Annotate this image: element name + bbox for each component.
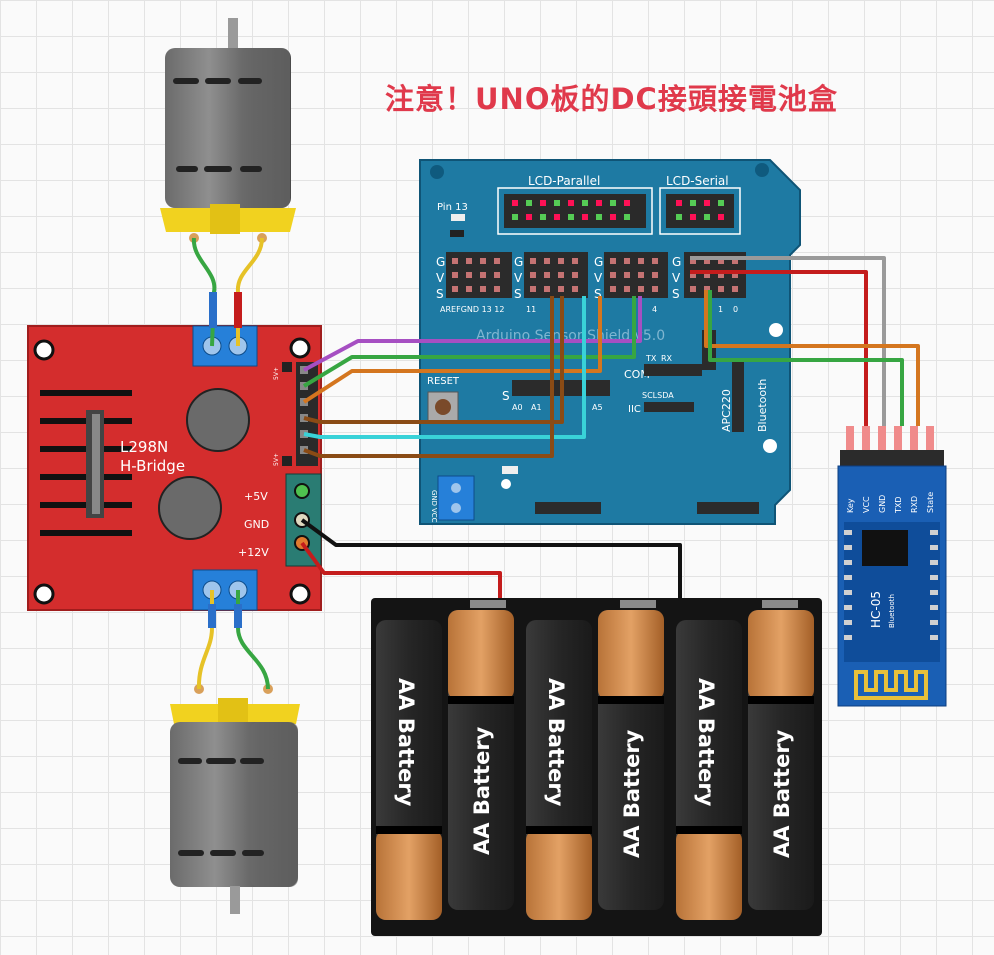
l298n-driver-board: L298N H-Bridge +5V GND +12V 5V+ 5V+ [27,325,322,611]
a5-label: A5 [592,403,603,412]
heatsink [40,390,132,536]
wires [191,237,920,690]
battery-cell-6: AA Battery [748,610,814,910]
pin1-label: 1 [718,305,723,314]
wire-motor-bottom-yellow [196,590,214,690]
battery-cell-2: AA Battery [448,610,514,910]
iic-label: IIC [628,404,641,415]
capacitor-2 [158,476,222,540]
antenna [854,670,928,700]
gvs-v-4: V [672,271,681,285]
wire-orange [302,296,602,404]
driver-gnd-label: GND [244,518,269,531]
rx-label: RX [661,354,673,363]
battery-label-4: AA Battery [620,729,644,858]
lcd-serial-pins [676,200,724,220]
wire-purple [303,296,642,372]
wire-brown-1 [303,296,564,424]
gvs-s-2: S [514,287,522,301]
gvs-g-1: G [436,255,445,269]
lcd-parallel-label: LCD-Parallel [528,174,600,188]
a1-label: A1 [531,403,542,412]
analog-s-label: S [502,389,510,403]
tx-label: TX [645,354,657,363]
bt-pin-txd: TXD [894,496,903,514]
motor-top [160,18,296,243]
pin4-label: 4 [652,305,657,314]
apc220-label: APC220 [720,389,733,432]
wire-motor-top-green [191,237,217,347]
battery-cell-3: AA Battery [526,620,592,920]
battery-label-2: AA Battery [470,726,494,855]
driver-name-1: L298N [120,438,168,456]
pin11-label: 11 [526,305,536,314]
wire-red-12v [300,541,502,598]
battery-pack: AA Battery AA Battery AA Battery AA Batt… [371,598,822,936]
motor-bottom [170,684,300,914]
warning-note: 注意！UNO板的DC接頭接電池盒 [385,82,838,116]
driver-5v-pin-label-top: 5V+ [273,367,280,380]
driver-5v-pin-label-bottom: 5V+ [273,453,280,466]
battery-cell-5: AA Battery [676,620,742,920]
wire-red-bt [690,270,868,426]
gvs-s-3: S [594,287,602,301]
wire-green-bt [708,290,904,426]
wire-motor-top-yellow [235,237,264,346]
aref-row-label: AREFGND 13 12 [440,305,504,314]
wire-brown-2 [303,296,554,458]
capacitor-1 [186,388,250,452]
gvs-g-2: G [514,255,523,269]
battery-label-5: AA Battery [694,678,718,807]
gvs-v-3: V [594,271,603,285]
terminal-gnd-label: GND [430,490,438,506]
hc05-bluetooth-module: Key VCC GND TXD RXD State HC-05 Bluetoot… [837,426,947,707]
wire-black-gnd [300,518,682,598]
gvs-s-1: S [436,287,444,301]
battery-cell-1: AA Battery [376,620,442,920]
pin13-label: Pin 13 [437,202,468,213]
terminal-vcc-label: VCC [430,508,438,523]
battery-label-6: AA Battery [770,729,794,858]
battery-label-1: AA Battery [394,678,418,807]
gvs-g-4: G [672,255,681,269]
gvs-v-1: V [436,271,445,285]
scl-sda-label: SCLSDA [642,391,674,400]
bt-pin-rxd: RXD [910,496,919,513]
com-label: COM [624,368,650,381]
bt-pin-vcc: VCC [862,496,871,513]
wire-cyan [303,296,586,439]
driver-name-2: H-Bridge [120,457,185,475]
wire-motor-bottom-green [236,590,270,690]
bt-model-label: HC-05 [869,591,883,628]
reset-button[interactable] [435,399,451,415]
gvs-g-3: G [594,255,603,269]
driver-5v-label: +5V [244,490,268,503]
wire-orange-bt [704,290,920,426]
bt-pin-key: Key [846,498,855,513]
pin0-label: 0 [733,305,738,314]
battery-cell-4: AA Battery [598,610,664,910]
reset-label: RESET [427,376,460,387]
wire-gray [690,256,886,426]
lcd-parallel-pins [512,200,630,220]
bt-pin-gnd: GND [878,495,887,513]
gvs-v-2: V [514,271,523,285]
bt-pin-state: State [926,492,935,513]
wire-green [302,296,636,388]
bt-sub-label: Bluetooth [888,594,896,628]
a0-label: A0 [512,403,523,412]
driver-12v-label: +12V [238,546,269,559]
gvs-s-4: S [672,287,680,301]
battery-label-3: AA Battery [544,678,568,807]
lcd-serial-label: LCD-Serial [666,174,729,188]
shield-bluetooth-label: Bluetooth [756,379,769,432]
gvs-headers [446,252,746,298]
